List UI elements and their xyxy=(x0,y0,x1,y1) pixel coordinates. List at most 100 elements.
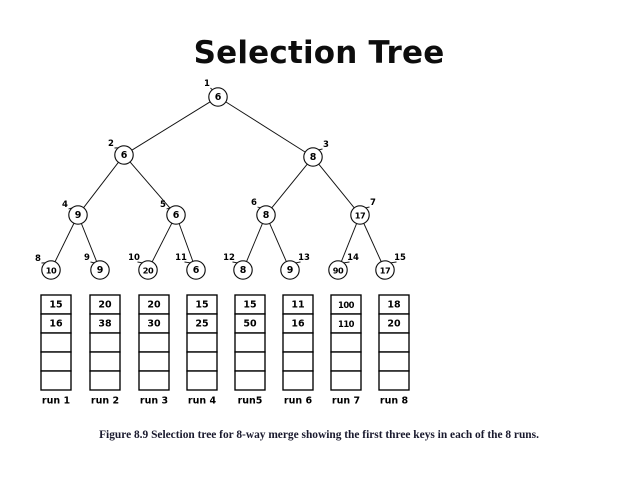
tree-node-index-label: 6 xyxy=(251,198,257,208)
run-cell[interactable] xyxy=(378,351,410,372)
run-cell[interactable] xyxy=(330,351,362,372)
run-cell-value: 30 xyxy=(147,318,161,329)
run-cell[interactable] xyxy=(138,370,170,391)
tree-node-1[interactable]: 61 xyxy=(204,79,228,107)
tree-node-value: 6 xyxy=(193,265,200,276)
tree-node-circle xyxy=(256,205,276,225)
tree-node-index-label: 7 xyxy=(370,198,376,208)
run-cell-value: 100 xyxy=(338,300,355,310)
tree-node-index-label: 9 xyxy=(84,253,90,263)
run-column-label: run 8 xyxy=(380,396,409,407)
run-cell[interactable] xyxy=(282,332,314,353)
tree-edge-7-14 xyxy=(340,223,358,262)
tree-node-circle xyxy=(138,260,158,280)
run-column-label: run 6 xyxy=(284,396,313,407)
figure-caption: Figure 8.9 Selection tree for 8-way merg… xyxy=(99,429,539,441)
run-cell-value: 50 xyxy=(243,318,257,329)
run-cell-value: 38 xyxy=(98,318,112,329)
tree-node-3[interactable]: 83 xyxy=(303,140,329,167)
tree-node-8[interactable]: 108 xyxy=(35,254,61,280)
run-cell-value: 20 xyxy=(387,318,401,329)
run-cell-value: 25 xyxy=(195,318,208,329)
run-cell[interactable] xyxy=(89,370,121,391)
run-cell[interactable] xyxy=(330,332,362,353)
tree-node-circle xyxy=(328,260,348,280)
run-cell[interactable] xyxy=(282,351,314,372)
tree-edge-3-6 xyxy=(271,163,308,209)
tree-node-index-label: 1 xyxy=(204,79,210,89)
run-column-label: run 1 xyxy=(42,396,70,407)
run-cell[interactable] xyxy=(186,351,218,372)
tree-node-index-label: 15 xyxy=(394,253,406,263)
tree-node-6[interactable]: 86 xyxy=(251,198,276,225)
tree-node-11[interactable]: 611 xyxy=(175,253,206,280)
tree-node-circle xyxy=(114,145,134,165)
run-cell[interactable] xyxy=(234,332,266,353)
run-cell[interactable] xyxy=(378,332,410,353)
tree-node-9[interactable]: 99 xyxy=(84,253,110,280)
tree-node-12[interactable]: 812 xyxy=(223,253,253,280)
tree-node-circle xyxy=(280,260,300,280)
run-cell[interactable] xyxy=(330,370,362,391)
tree-node-circle xyxy=(233,260,253,280)
run-cell[interactable] xyxy=(234,370,266,391)
tree-node-4[interactable]: 94 xyxy=(62,200,88,225)
tree-node-2[interactable]: 62 xyxy=(108,139,134,165)
tree-node-circle xyxy=(375,260,395,280)
run-cell[interactable] xyxy=(282,370,314,391)
tree-node-circle xyxy=(186,260,206,280)
tree-node-circle xyxy=(303,147,323,167)
run-cell[interactable] xyxy=(138,332,170,353)
run-column-5[interactable]: 15 50 run5 xyxy=(234,294,266,407)
run-column-2[interactable]: 20 38 run 2 xyxy=(89,294,121,407)
run-cell-value: 20 xyxy=(98,299,112,310)
tree-node-value: 20 xyxy=(143,265,154,275)
tree-edge-4-8 xyxy=(54,223,75,262)
tree-node-value: 9 xyxy=(75,210,82,221)
run-cell[interactable] xyxy=(234,351,266,372)
run-column-label: run5 xyxy=(238,396,263,407)
run-column-label: run 2 xyxy=(91,396,119,407)
run-cell[interactable] xyxy=(186,370,218,391)
tree-node-circle xyxy=(90,260,110,280)
tree-node-5[interactable]: 65 xyxy=(160,200,186,225)
run-cell[interactable] xyxy=(40,332,72,353)
tree-edge-3-7 xyxy=(318,163,355,209)
tree-node-index-leader xyxy=(390,261,397,264)
tree-node-index-label: 10 xyxy=(128,253,140,263)
run-cell[interactable] xyxy=(89,351,121,372)
tree-node-index-leader xyxy=(137,261,143,264)
run-cell-value: 15 xyxy=(195,299,208,310)
tree-node-value: 8 xyxy=(240,265,247,276)
run-column-label: run 7 xyxy=(332,396,360,407)
run-cell[interactable] xyxy=(89,332,121,353)
tree-node-circle xyxy=(166,205,186,225)
tree-edge-5-11 xyxy=(178,223,194,262)
run-cell[interactable] xyxy=(40,351,72,372)
run-cell[interactable] xyxy=(378,370,410,391)
tree-node-value: 17 xyxy=(355,210,366,220)
run-cell-value: 15 xyxy=(243,299,256,310)
tree-node-value: 6 xyxy=(215,92,222,103)
tree-node-value: 9 xyxy=(97,265,104,276)
tree-edge-6-13 xyxy=(269,223,287,262)
tree-node-value: 17 xyxy=(380,265,391,275)
tree-node-index-leader xyxy=(343,261,350,264)
tree-node-7[interactable]: 17 7 xyxy=(350,198,376,225)
run-cell[interactable] xyxy=(138,351,170,372)
tree-node-13[interactable]: 913 xyxy=(280,253,310,280)
run-cell[interactable] xyxy=(40,370,72,391)
tree-node-value: 9 xyxy=(287,265,294,276)
tree-node-index-label: 8 xyxy=(35,254,41,264)
run-cell[interactable] xyxy=(186,332,218,353)
